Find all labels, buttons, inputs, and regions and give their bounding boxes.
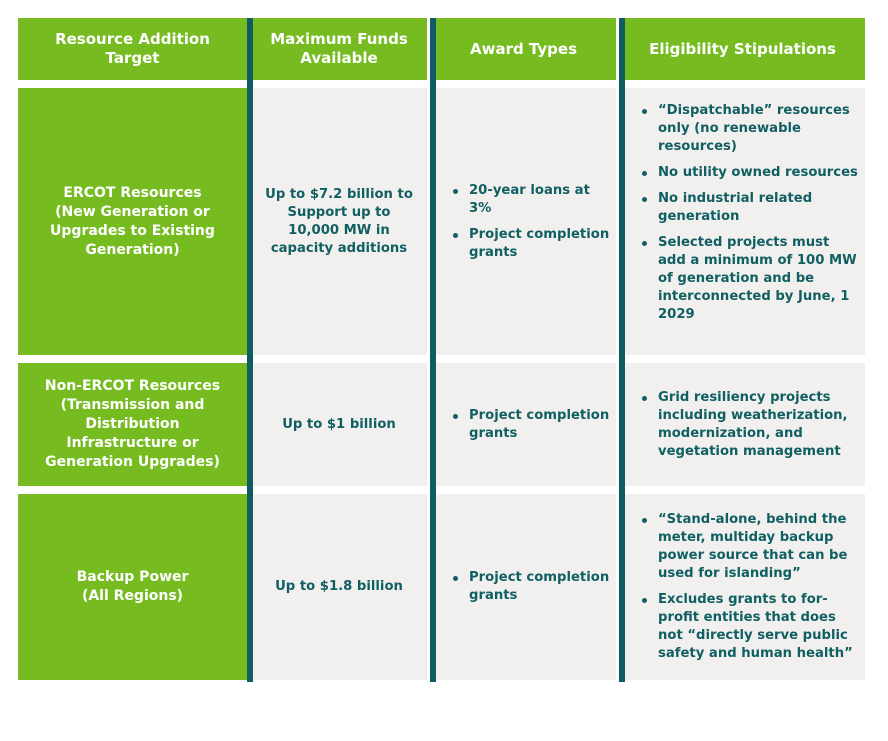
row-ercot-eligibility: “Dispatchable” resources only (no renewa…: [620, 88, 865, 355]
row-non-ercot-funds: Up to $1 billion: [251, 363, 427, 486]
row-non-ercot-eligibility: Grid resiliency projects including weath…: [620, 363, 865, 486]
list-item: No industrial related generation: [642, 190, 859, 226]
list-item: “Stand-alone, behind the meter, multiday…: [642, 511, 859, 583]
list-item: Grid resiliency projects including weath…: [642, 389, 859, 461]
list-item: No utility owned resources: [642, 164, 859, 182]
column-divider: [430, 18, 436, 682]
row-ercot-funds: Up to $7.2 billion to Support up to 10,0…: [251, 88, 427, 355]
header-max-funds: Maximum Funds Available: [251, 18, 427, 80]
row-non-ercot-awards: Project completion grants: [431, 363, 616, 486]
list-item: Project completion grants: [453, 407, 610, 443]
header-eligibility: Eligibility Stipulations: [620, 18, 865, 80]
list-item: Selected projects must add a minimum of …: [642, 234, 859, 324]
row-ercot-target: ERCOT Resources (New Generation or Upgra…: [18, 88, 247, 355]
list-item: Project completion grants: [453, 569, 610, 605]
funding-table: Resource Addition Target Maximum Funds A…: [18, 18, 865, 682]
list-item: “Dispatchable” resources only (no renewa…: [642, 102, 859, 156]
row-ercot-awards: 20-year loans at 3% Project completion g…: [431, 88, 616, 355]
header-award-types: Award Types: [431, 18, 616, 80]
list-item: Excludes grants to for-profit entities t…: [642, 591, 859, 663]
row-non-ercot-target: Non-ERCOT Resources (Transmission and Di…: [18, 363, 247, 486]
row-backup-awards: Project completion grants: [431, 494, 616, 680]
header-resource-target: Resource Addition Target: [18, 18, 247, 80]
row-backup-target: Backup Power (All Regions): [18, 494, 247, 680]
row-backup-eligibility: “Stand-alone, behind the meter, multiday…: [620, 494, 865, 680]
column-divider: [619, 18, 625, 682]
list-item: 20-year loans at 3%: [453, 182, 610, 218]
list-item: Project completion grants: [453, 226, 610, 262]
column-divider: [247, 18, 253, 682]
row-backup-funds: Up to $1.8 billion: [251, 494, 427, 680]
